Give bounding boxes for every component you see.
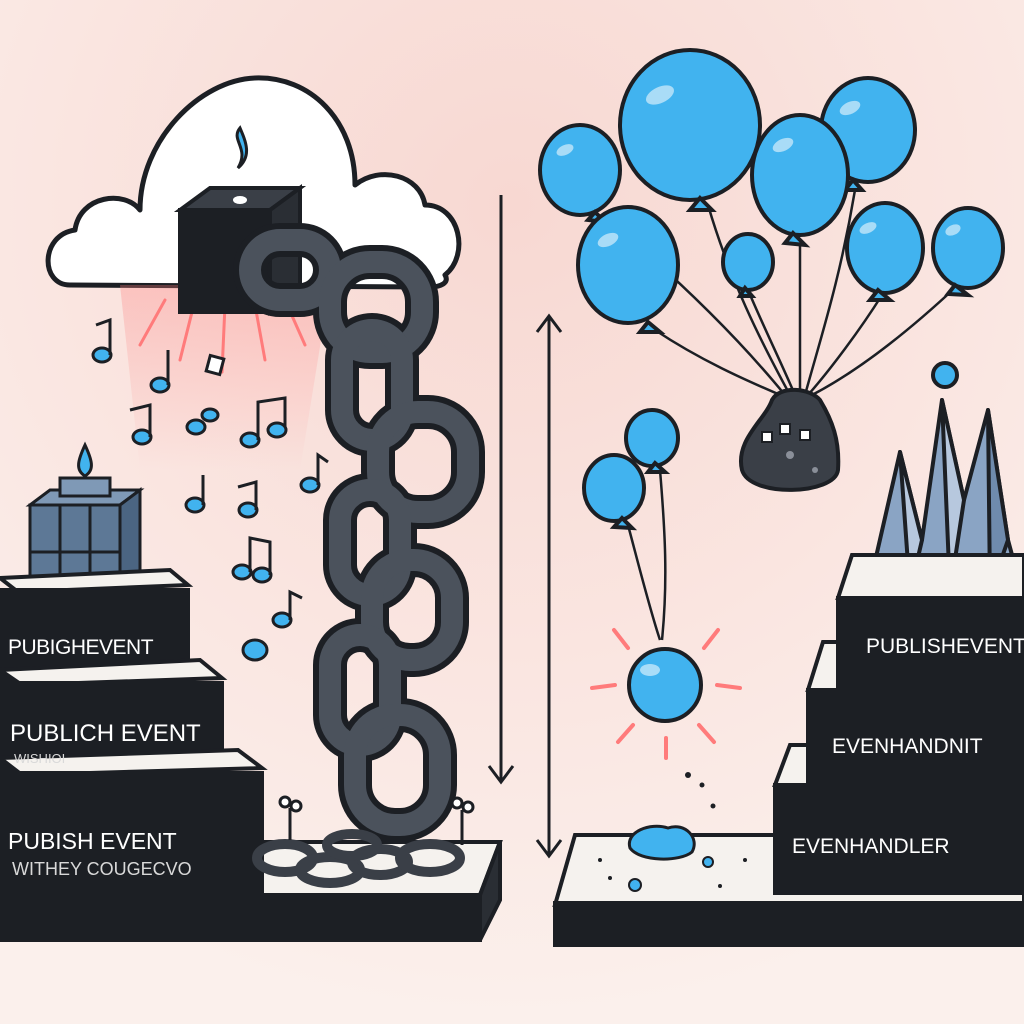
balloon-icon [582,453,646,531]
left-block-2-label: PUBLICH EVENT [10,720,201,747]
crystal-mountain-icon [866,398,1024,594]
music-note-icon [91,317,113,364]
rock-icon [738,387,841,492]
balloon-icon [845,201,925,302]
double-arrow-icon [535,313,563,859]
arrow-down-icon [487,195,515,785]
balloon-strings [601,189,959,641]
music-note-icon [299,452,329,494]
left-block-3-sublabel: WITHEY COUGECVO [12,859,192,879]
balloon-icon [624,408,680,474]
music-notes [91,317,329,662]
sprout-icons [278,795,475,845]
music-note-icon [185,407,220,436]
left-block-2-sublabel: WISHIOI [14,751,66,766]
balloon-icon [618,48,762,212]
music-note-icon [231,536,273,584]
music-note-icon [241,638,269,662]
note-box [204,353,226,377]
chain-pile-icon [252,829,465,888]
burst-sun-icon [590,628,742,760]
left-block-3-label: PUBISH EVENT [8,828,177,854]
right-block-1 [835,553,1024,698]
right-block-3-label: EVENHANDLER [792,835,950,858]
music-note-icon [237,480,259,519]
falling-dots [685,772,716,809]
music-note-icon [184,475,206,514]
balloon-highlights [556,85,961,248]
chain-highlight [239,229,479,836]
music-note-icon [149,350,171,394]
right-block-2-label: EVENHANDNIT [832,735,983,758]
balloon-icon [931,361,959,389]
music-note-icon [271,589,303,629]
right-block-1-label: PUBLISHEVENT [866,635,1024,658]
left-block-1-label: PUBIGHEVENT [8,636,154,659]
cloud-icon [45,75,462,290]
left-ground-slab [0,840,503,942]
music-note-icon [129,403,153,446]
balloon-icon [721,232,775,298]
music-note-icon [239,396,288,449]
